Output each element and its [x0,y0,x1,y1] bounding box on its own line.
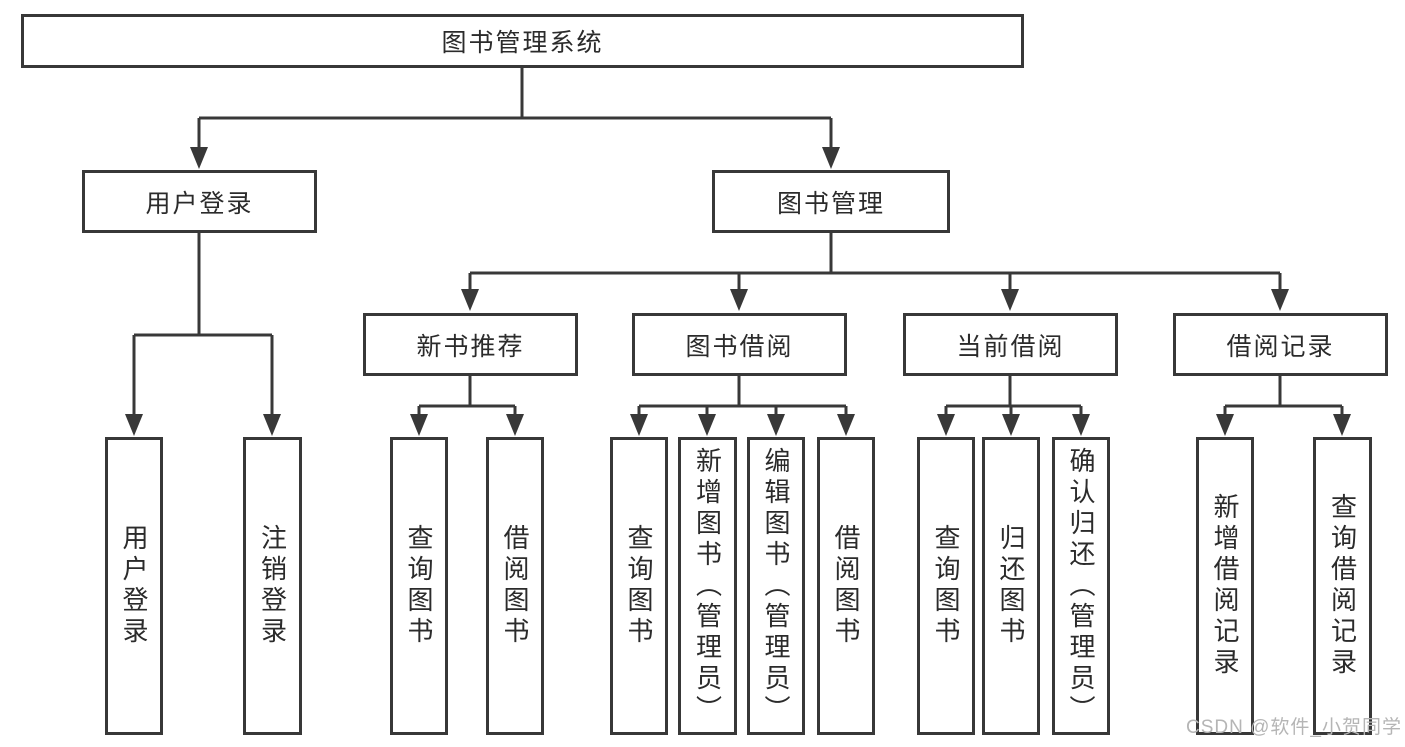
leaf-newbook-query-books: 查询图书 [390,437,448,735]
node-label: 图书管理 [776,189,885,218]
connector-user-login-children [125,233,281,436]
leaf-borrow-add-books-admin: 新增图书（管理员） [678,437,737,735]
leaf-logout-login: 注销登录 [243,437,302,735]
leaf-current-confirm-return-admin: 确认归还（管理员） [1052,437,1110,735]
node-borrow-records: 借阅记录 [1173,313,1388,376]
connector-new-book-children [410,376,524,436]
leaf-label: 查询图书 [624,524,654,648]
leaf-newbook-borrow-books: 借阅图书 [486,437,544,735]
connector-borrow-records-children [1216,376,1351,436]
leaf-label: 新增图书（管理员） [692,446,723,726]
node-new-book-recommend: 新书推荐 [363,313,578,376]
leaf-records-query-record: 查询借阅记录 [1313,437,1372,735]
leaf-label: 查询借阅记录 [1327,493,1358,679]
leaf-borrow-edit-books-admin: 编辑图书（管理员） [747,437,805,735]
node-book-management: 图书管理 [712,170,950,233]
leaf-label: 注销登录 [257,524,288,648]
leaf-user-login: 用户登录 [105,437,163,735]
leaf-label: 编辑图书（管理员） [761,446,791,726]
node-current-borrow: 当前借阅 [903,313,1118,376]
leaf-label: 借阅图书 [500,524,530,648]
node-label: 借阅记录 [1226,332,1335,361]
node-label: 用户登录 [145,189,254,218]
leaf-current-return-books: 归还图书 [982,437,1040,735]
node-label: 图书借阅 [685,332,794,361]
connector-current-borrow-children [937,376,1090,436]
connector-book-borrow-children [630,376,855,436]
connector-root-to-level2 [190,67,840,169]
leaf-label: 确认归还（管理员） [1066,446,1096,726]
leaf-label: 查询图书 [404,524,434,648]
node-label: 新书推荐 [416,332,525,361]
leaf-borrow-query-books: 查询图书 [610,437,668,735]
node-book-borrow: 图书借阅 [632,313,847,376]
connector-book-management-children [461,232,1289,311]
leaf-current-query-books: 查询图书 [917,437,975,735]
leaf-records-add-record: 新增借阅记录 [1196,437,1254,735]
leaf-borrow-borrow-books: 借阅图书 [817,437,875,735]
leaf-label: 查询图书 [931,524,961,648]
leaf-label: 归还图书 [996,524,1026,648]
leaf-label: 用户登录 [119,524,149,648]
csdn-watermark: CSDN @软件_小贺同学 [1186,717,1402,738]
node-library-system: 图书管理系统 [21,14,1024,68]
node-label: 当前借阅 [956,332,1065,361]
leaf-label: 新增借阅记录 [1210,493,1240,679]
node-label: 图书管理系统 [441,29,604,57]
leaf-label: 借阅图书 [831,524,861,648]
node-user-login: 用户登录 [82,170,317,233]
